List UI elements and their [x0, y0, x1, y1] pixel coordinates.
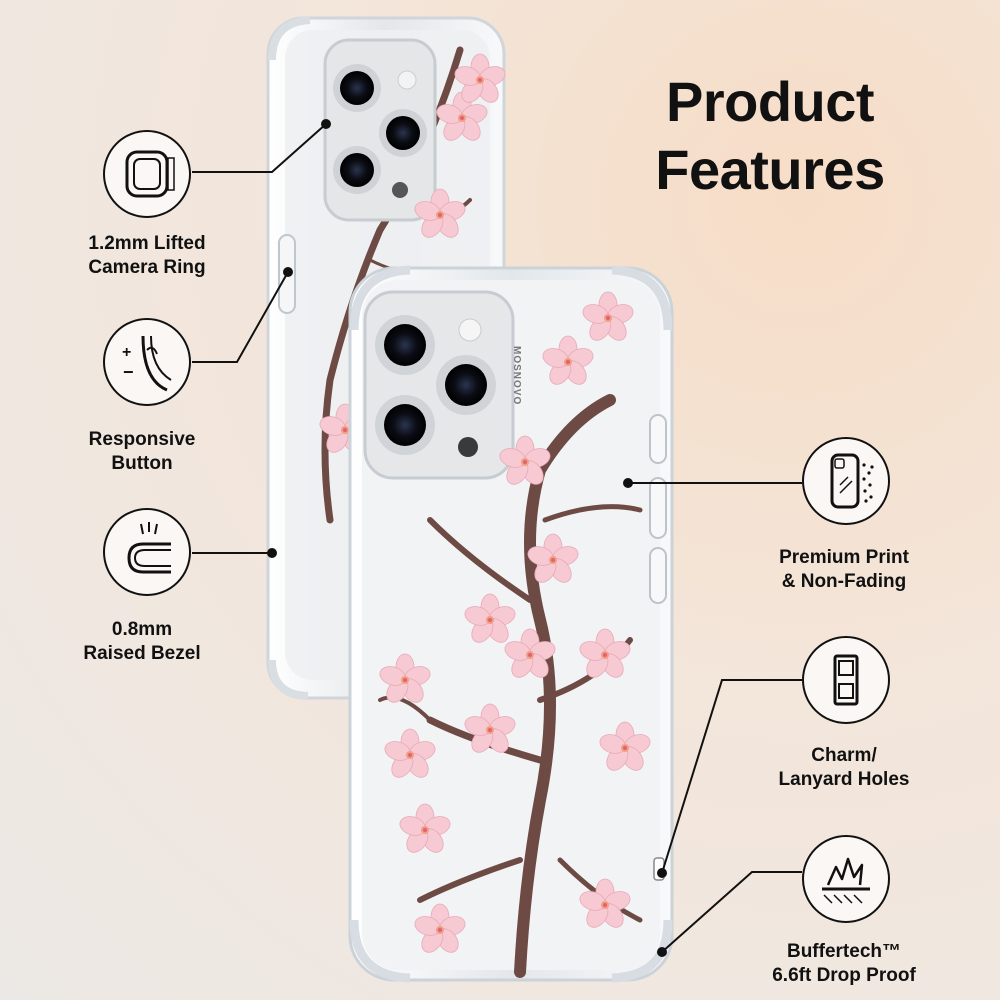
leader-lines — [192, 119, 802, 957]
page-title: Product Features — [610, 68, 930, 204]
drop-proof-icon — [802, 835, 890, 923]
title-line-2: Features — [655, 138, 885, 201]
feature-label-premium-print: Premium Print & Non-Fading — [779, 547, 909, 592]
brand-logo: MOSNOVO — [511, 346, 522, 406]
raised-bezel-icon — [103, 508, 191, 596]
feature-label-responsive-button: Responsive Button — [88, 429, 196, 474]
feature-label-drop-proof: Buffertech™ 6.6ft Drop Proof — [772, 941, 916, 986]
svg-text:−: − — [123, 362, 134, 382]
responsive-button-icon: + − — [103, 318, 191, 406]
title-line-1: Product — [665, 70, 875, 133]
premium-print-icon — [802, 437, 890, 525]
front-phone-case — [348, 265, 674, 983]
svg-text:+: + — [122, 344, 131, 361]
feature-label-camera-ring: 1.2mm Lifted Camera Ring — [88, 233, 206, 278]
feature-label-raised-bezel: 0.8mm Raised Bezel — [83, 619, 201, 664]
lanyard-holes-icon — [802, 636, 890, 724]
camera-ring-icon — [103, 130, 191, 218]
feature-label-lanyard-holes: Charm/ Lanyard Holes — [778, 745, 910, 790]
